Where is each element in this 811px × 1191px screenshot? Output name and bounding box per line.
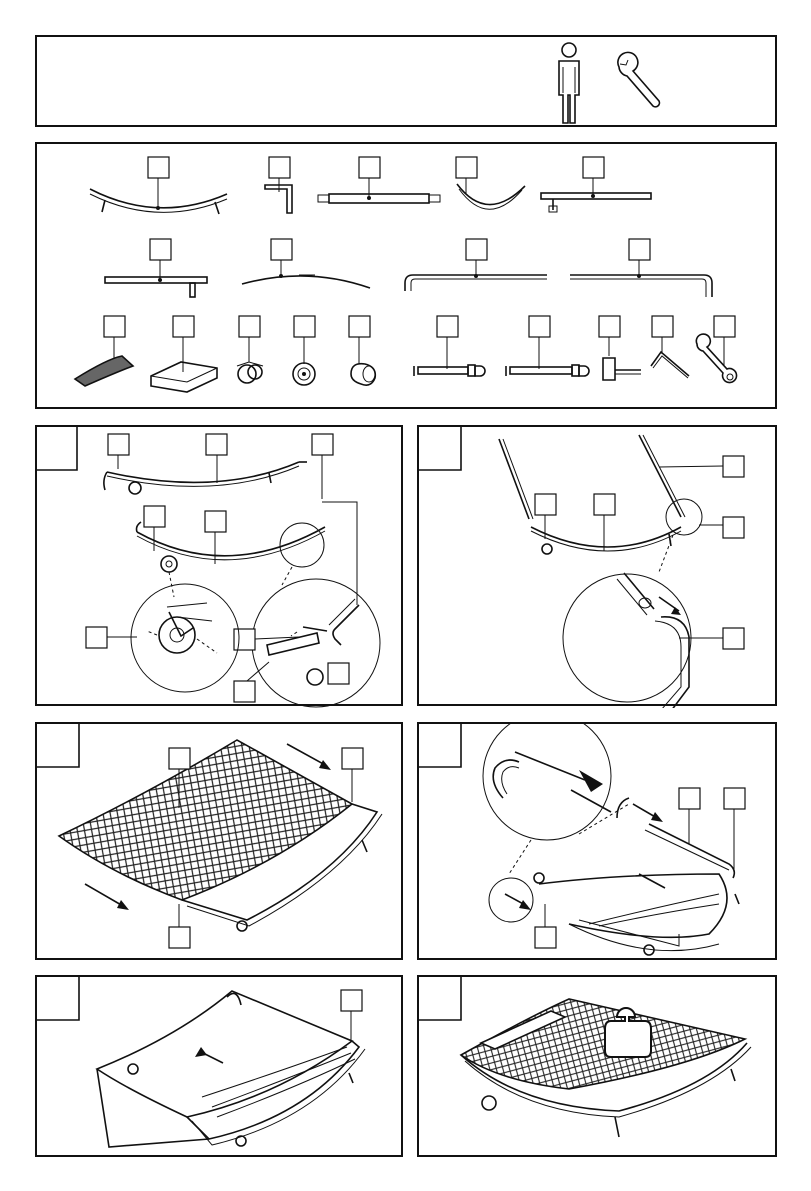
small-arc-tube xyxy=(456,157,525,209)
detail-circle-right xyxy=(234,502,380,707)
step-6-panel xyxy=(417,975,777,1157)
bolt-with-nut xyxy=(506,316,589,376)
parts-panel xyxy=(35,142,777,409)
finished-lounger xyxy=(461,999,751,1137)
long-curved-end-tube-left xyxy=(405,239,547,291)
detail-circle-left xyxy=(86,572,239,692)
cushion-pad xyxy=(151,316,217,392)
step-tab xyxy=(419,977,461,1020)
bolt-with-nut-long xyxy=(414,316,485,376)
step-5-panel xyxy=(35,975,403,1157)
long-curved-end-tube-right xyxy=(570,239,712,297)
short-l-bracket xyxy=(265,157,292,213)
open-wrench xyxy=(696,316,736,383)
step-1-frame-top xyxy=(104,434,333,499)
step-tab xyxy=(37,724,79,767)
step-2-panel xyxy=(417,425,777,706)
step-tab xyxy=(419,427,461,470)
step-2-frame xyxy=(499,435,744,554)
end-cap xyxy=(349,316,375,385)
long-bar-with-foot xyxy=(105,239,207,297)
step-tab xyxy=(37,427,77,470)
hex-key xyxy=(651,316,689,378)
person-icon xyxy=(559,43,579,123)
step-4-frame xyxy=(489,788,745,955)
curved-base-tube xyxy=(90,157,227,214)
step-1-panel xyxy=(35,425,403,706)
step-2-detail xyxy=(563,535,744,708)
wheel xyxy=(293,316,315,385)
step-3-panel xyxy=(35,722,403,960)
t-bar-with-pins xyxy=(541,157,651,212)
header-panel xyxy=(35,35,777,127)
slightly-curved-joined-tube xyxy=(242,239,370,288)
step-5-frame xyxy=(97,990,365,1147)
knob-screw xyxy=(599,316,641,380)
wrench-icon xyxy=(618,52,660,106)
wheel-bracket xyxy=(237,316,263,383)
mesh-fabric xyxy=(75,316,133,386)
step-4-panel xyxy=(417,722,777,960)
straight-bar-with-end-caps xyxy=(318,157,440,203)
step-tab xyxy=(419,724,461,767)
step-4-detail xyxy=(483,724,629,874)
step-tab xyxy=(37,977,79,1020)
step-1-frame-bottom xyxy=(137,506,326,572)
step-3-mesh-frame xyxy=(59,740,382,948)
